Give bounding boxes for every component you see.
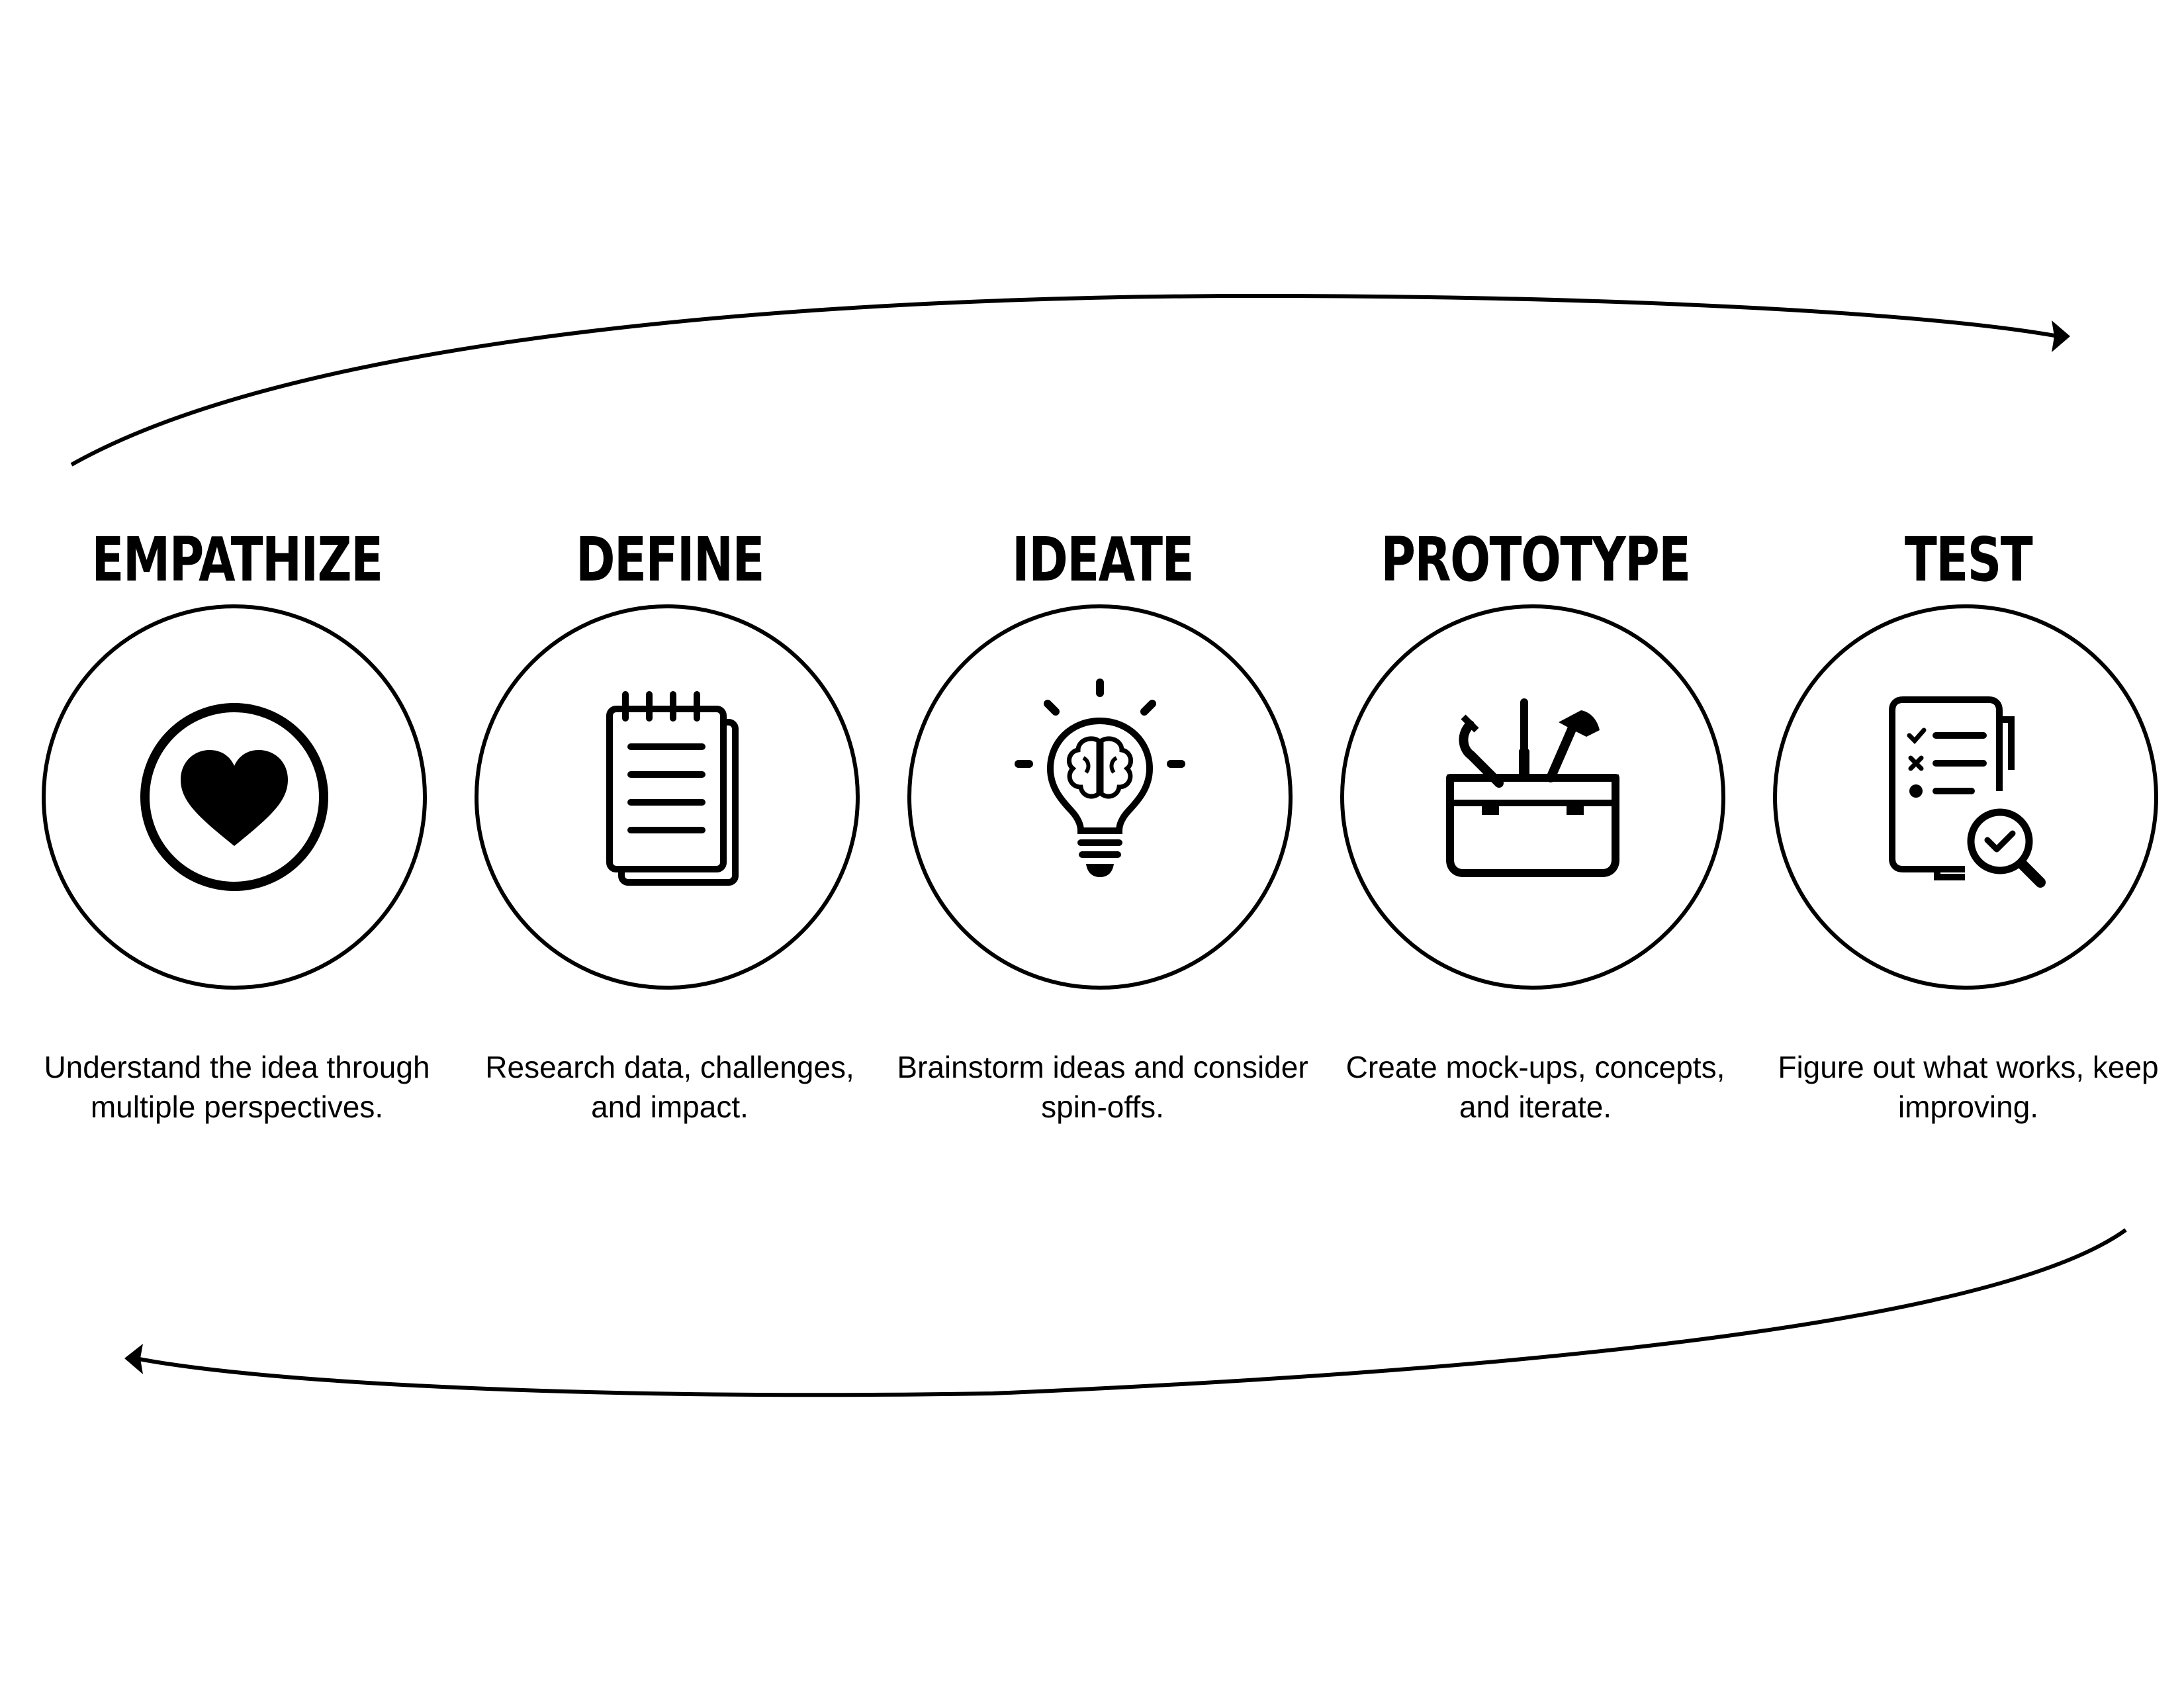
return-arrowhead [124,1344,143,1374]
stage-description: Brainstorm ideas and consider spin-offs. [897,1050,1308,1124]
stage-circle [475,604,860,990]
stage-circle [907,604,1293,990]
lightbulb-brain-icon [1015,679,1185,877]
stage-title: TEST [1904,524,2033,595]
stage-description: Figure out what works, keep improving. [1778,1050,2159,1124]
heart-icon [140,703,328,891]
stage-title: IDEATE [1012,524,1194,595]
forward-arrowhead [2052,320,2070,352]
stage-description: Research data, challenges, and impact. [485,1050,854,1124]
stage-test: TEST Figure out what works, keep improvi… [1770,516,2167,1178]
stage-title: PROTOTYPE [1381,524,1691,595]
stage-description: Understand the idea through multiple per… [44,1050,430,1124]
toolbox-icon [1446,698,1619,877]
stage-prototype: PROTOTYPE Create mock-ups, concepts, and… [1337,516,1734,1178]
notepad-icon [606,691,739,886]
stage-circle [1340,604,1725,990]
stage-ideate: IDEATE Brainstorm ideas and consider spi… [897,516,1308,1178]
stage-title: DEFINE [575,524,765,595]
stage-empathize: EMPATHIZE Understand the idea through mu… [38,516,435,1178]
return-arrow [135,1228,2127,1397]
stage-title: EMPATHIZE [91,524,383,595]
stage-define: DEFINE Research data, challenges, and im… [471,516,868,1178]
stage-description: Create mock-ups, concepts, and iterate. [1345,1050,1725,1124]
stage-circle [1773,604,2158,990]
stage-circle [42,604,427,990]
checklist-magnifier-icon [1889,696,2046,888]
forward-arrow [70,293,2059,467]
